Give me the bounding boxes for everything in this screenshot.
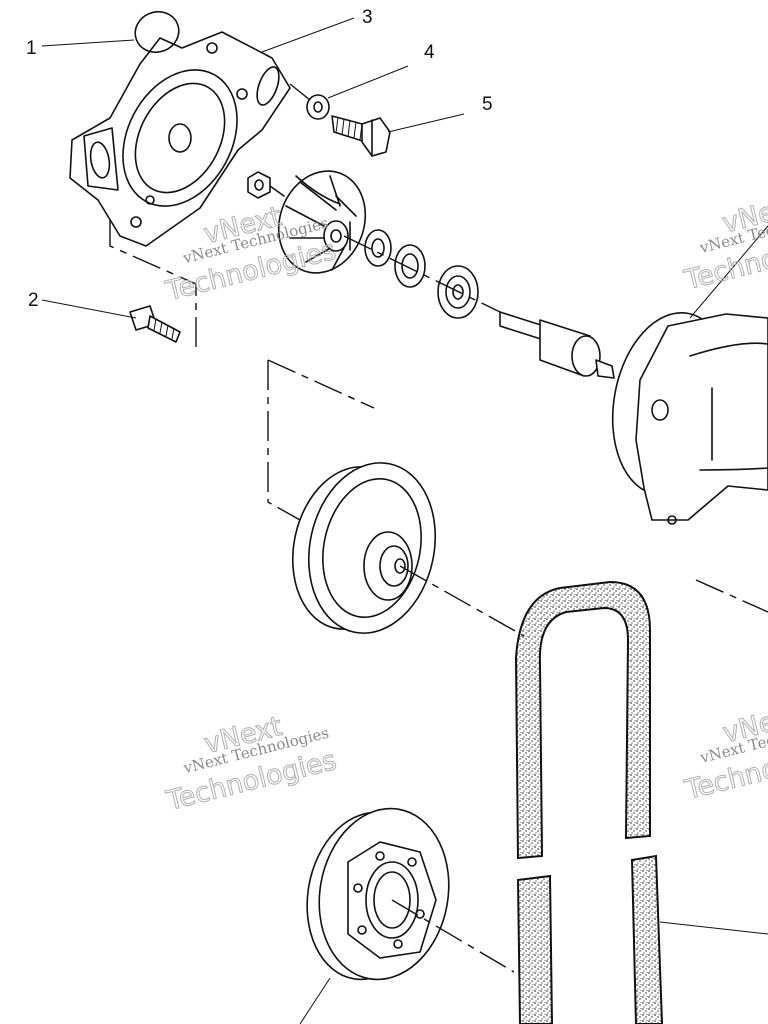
cap-screw [129, 305, 181, 343]
watermark-top-right: vNext Technologies Technologies vNext [680, 190, 768, 297]
callout-3: 3 [362, 7, 373, 28]
seal-ring [394, 244, 426, 288]
watermark-bottom-right: vNext Technologies Technologies vNext [681, 700, 768, 807]
drive-belt-lower-right [630, 854, 664, 1024]
impeller [277, 170, 367, 274]
drive-belt-upper [514, 580, 651, 860]
pump-shaft [499, 311, 615, 379]
pump-cover [69, 31, 291, 247]
drive-pulley [291, 462, 437, 634]
callout-1: 1 [26, 38, 37, 59]
impeller-nut [247, 171, 285, 199]
leader-lines [41, 17, 768, 1024]
washer [306, 94, 330, 120]
hex-bolt [331, 115, 391, 157]
pump-housing [611, 312, 768, 525]
callout-5: 5 [482, 94, 493, 115]
seal-small [364, 229, 392, 267]
drive-belt-lower-left [516, 874, 554, 1024]
crank-pulley [306, 807, 450, 981]
callout-4: 4 [424, 42, 435, 63]
watermark-bottom-left: vNext Technologies Technologies vNext [162, 711, 340, 818]
o-ring-cover [134, 10, 180, 54]
callout-2: 2 [28, 290, 39, 311]
assembly-lines [109, 83, 768, 973]
